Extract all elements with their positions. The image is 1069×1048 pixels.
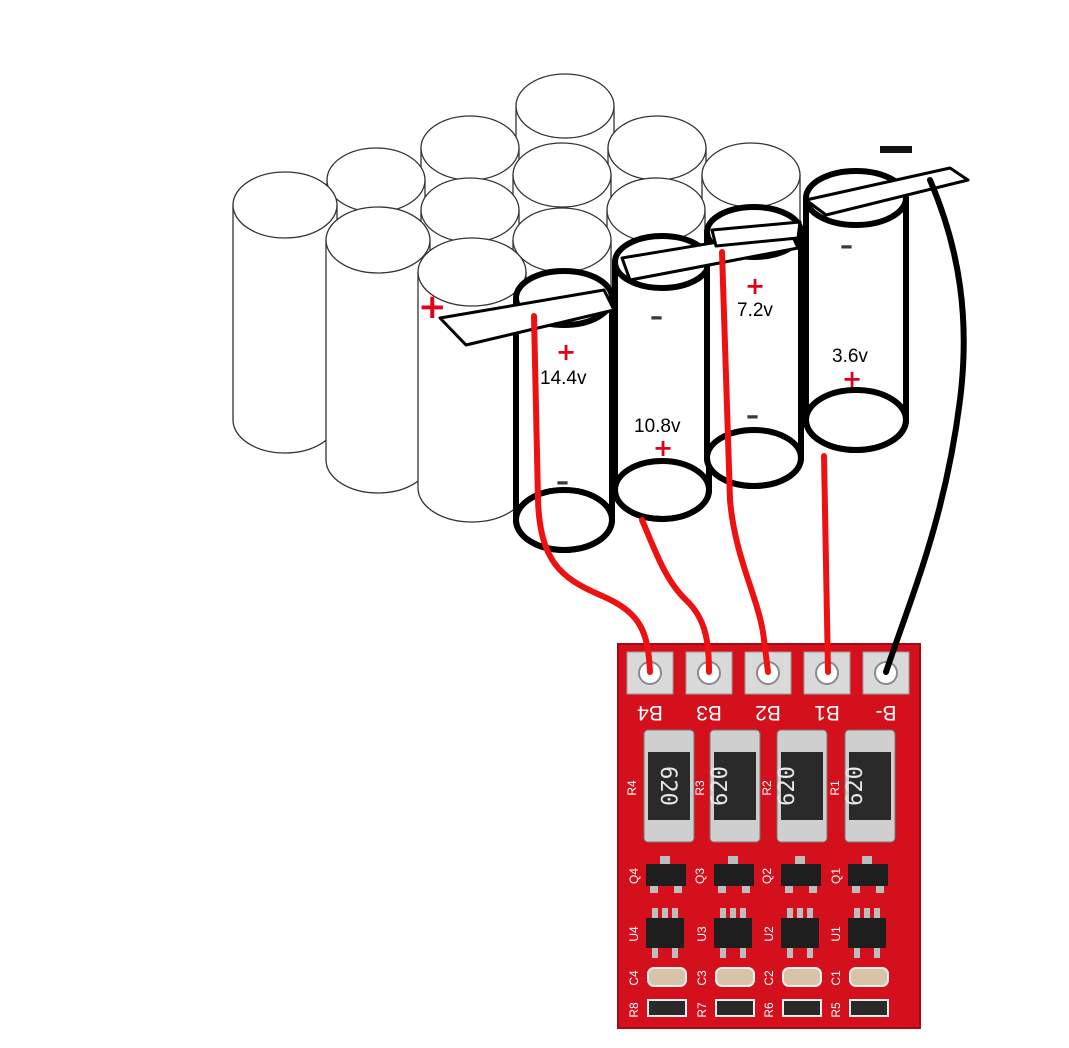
pin-label-b1: B1 <box>814 701 840 724</box>
resistor-r2: 620 R2 <box>760 729 828 843</box>
ref-c1: C1 <box>829 970 843 986</box>
balancer-board: B4 B3 B2 B1 B- 620 R4 620 R3 62 <box>617 643 921 1029</box>
ref-c4: C4 <box>627 970 641 986</box>
transistors: Q4 Q3 Q2 Q1 <box>627 856 888 893</box>
polarity-marks: + – – + + – – + <box>556 231 862 497</box>
wires <box>531 177 967 675</box>
ic-u3: U3 <box>695 908 752 958</box>
small-resistors: R8 R7 R6 R5 <box>627 999 889 1018</box>
voltage-label-10v8: 10.8v <box>634 416 681 437</box>
wire-b3 <box>639 517 712 675</box>
wire-b4 <box>531 313 653 675</box>
cell2-minus: – <box>746 401 759 431</box>
ref-r1: R1 <box>828 780 842 796</box>
ref-r5: R5 <box>829 1002 843 1018</box>
ref-u4: U4 <box>627 926 641 942</box>
pin-labels: B4 B3 B2 B1 B- <box>637 701 897 724</box>
ref-u3: U3 <box>695 926 709 942</box>
svg-text:620: 620 <box>708 766 733 806</box>
pad-b-minus <box>862 651 910 695</box>
cell-mid-4 <box>325 206 431 494</box>
svg-text:620: 620 <box>655 766 680 806</box>
cell4-plus: + <box>556 338 576 366</box>
resistor-r4: 620 R4 <box>625 729 695 843</box>
ref-r2: R2 <box>760 780 774 796</box>
wire-b2 <box>719 249 771 675</box>
cell3-plus: + <box>653 434 673 462</box>
cell3-minus: – <box>650 302 663 332</box>
pin-label-b4: B4 <box>637 701 663 724</box>
small-resistor-r7: R7 <box>695 999 755 1018</box>
svg-text:620: 620 <box>775 766 800 806</box>
cell4-minus: – <box>556 467 569 497</box>
svg-text:620: 620 <box>843 766 868 806</box>
ref-r6: R6 <box>762 1002 776 1018</box>
ic-u4: U4 <box>627 908 684 958</box>
wire-b1 <box>821 453 831 675</box>
ref-q3: Q3 <box>693 868 707 884</box>
ref-u2: U2 <box>762 926 776 942</box>
transistor-q1: Q1 <box>829 856 888 893</box>
ref-q4: Q4 <box>627 868 641 884</box>
ics: U4 U3 U2 U1 <box>627 908 886 958</box>
small-resistor-r6: R6 <box>762 999 822 1018</box>
ref-r7: R7 <box>695 1002 709 1018</box>
resistor-r3: 620 R3 <box>693 729 761 843</box>
ref-u1: U1 <box>829 926 843 942</box>
voltage-label-7v2: 7.2v <box>737 300 773 321</box>
voltage-label-14v4: 14.4v <box>540 368 587 389</box>
ref-c3: C3 <box>695 970 709 986</box>
cell-mid-1 <box>232 171 338 454</box>
capacitors: C4 C3 C2 C1 <box>627 967 889 987</box>
ic-u1: U1 <box>829 908 886 958</box>
ref-r3: R3 <box>693 780 707 796</box>
pin-label-b-minus: B- <box>875 701 896 724</box>
pin-label-b2: B2 <box>755 701 781 724</box>
small-resistor-r8: R8 <box>627 999 687 1018</box>
transistor-q3: Q3 <box>693 856 754 893</box>
positive-terminal-strip <box>438 288 616 347</box>
pack-negative-sign <box>880 146 912 153</box>
cell1-minus: – <box>840 231 853 261</box>
small-resistor-r5: R5 <box>829 999 889 1018</box>
ref-r4: R4 <box>625 780 639 796</box>
transistor-q2: Q2 <box>760 856 821 893</box>
ref-q2: Q2 <box>760 868 774 884</box>
ic-u2: U2 <box>762 908 819 958</box>
power-resistors: 620 R4 620 R3 620 R2 620 R1 <box>625 729 896 843</box>
ref-c2: C2 <box>762 970 776 986</box>
ref-q1: Q1 <box>829 868 843 884</box>
resistor-r1: 620 R1 <box>828 729 896 843</box>
capacitor-c4: C4 <box>627 967 687 987</box>
capacitor-c1: C1 <box>829 967 889 987</box>
transistor-q4: Q4 <box>627 856 686 893</box>
voltage-label-3v6: 3.6v <box>832 346 868 367</box>
capacitor-c2: C2 <box>762 967 822 987</box>
voltage-labels: 14.4v 10.8v 7.2v 3.6v <box>540 300 868 437</box>
pin-label-b3: B3 <box>696 701 722 724</box>
capacitor-c3: C3 <box>695 967 755 987</box>
wire-b-minus <box>883 177 967 675</box>
strip-top-cell2 <box>710 220 802 248</box>
ref-r8: R8 <box>627 1002 641 1018</box>
cell-front-left <box>417 237 527 523</box>
pack-positive-sign: + <box>418 287 447 327</box>
cell1-plus: + <box>842 365 862 393</box>
cell2-plus: + <box>745 272 765 300</box>
